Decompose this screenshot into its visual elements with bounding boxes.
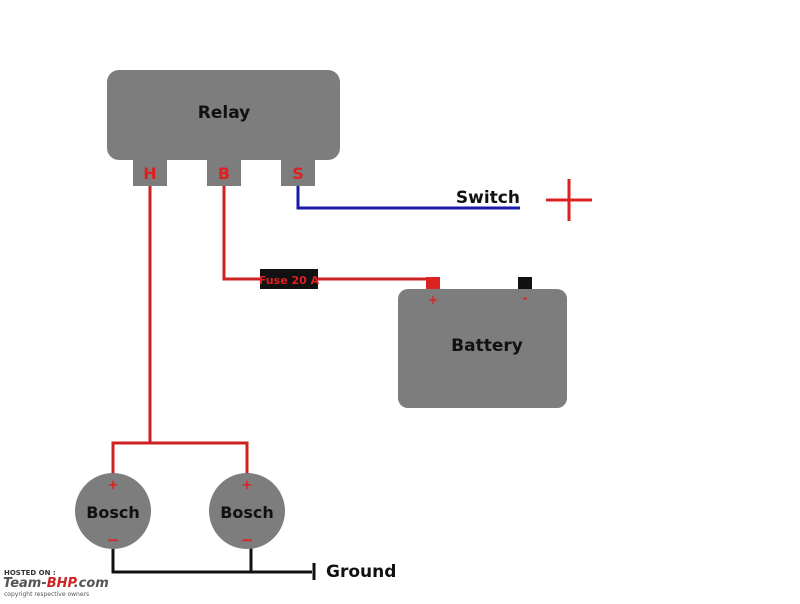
wire-ground bbox=[111, 545, 312, 574]
lamp-2: + Bosch − bbox=[209, 473, 285, 549]
watermark-logo-pre: Team- bbox=[3, 576, 47, 591]
battery-plus-label: + bbox=[428, 293, 438, 307]
switch: Switch bbox=[456, 179, 592, 221]
battery: + - Battery bbox=[398, 277, 567, 408]
relay-pin-h bbox=[133, 158, 167, 186]
battery-body bbox=[398, 289, 567, 408]
lamp-2-body bbox=[209, 473, 285, 549]
relay-body bbox=[107, 70, 340, 160]
relay-pin-b-label: B bbox=[218, 164, 230, 183]
lamp-1-label: Bosch bbox=[86, 503, 140, 522]
watermark-logo-post: .com bbox=[74, 576, 109, 591]
lamp-2-label: Bosch bbox=[220, 503, 274, 522]
battery-minus-label: - bbox=[523, 291, 528, 305]
watermark-logo: Team-BHP.com bbox=[3, 576, 109, 591]
lamp-1-body bbox=[75, 473, 151, 549]
lamp-1-plus: + bbox=[108, 478, 119, 493]
lamp-1: + Bosch − bbox=[75, 473, 151, 549]
fuse-body bbox=[260, 269, 318, 289]
relay-label: Relay bbox=[198, 103, 250, 123]
ground-label: Ground bbox=[326, 562, 396, 582]
watermark-hosted: HOSTED ON : bbox=[4, 569, 56, 577]
wire-lamp-junction bbox=[111, 441, 249, 477]
watermark-copyright: copyright respective owners bbox=[4, 591, 89, 598]
wires bbox=[111, 186, 520, 580]
relay-pin-s-label: S bbox=[292, 164, 304, 183]
battery-positive-post bbox=[426, 277, 440, 289]
fuse-label: Fuse 20 A bbox=[259, 274, 320, 287]
lamp-1-minus: − bbox=[107, 531, 120, 549]
relay-pin-b bbox=[207, 158, 241, 186]
watermark-logo-mid: BHP bbox=[47, 576, 78, 591]
lamp-2-minus: − bbox=[241, 531, 254, 549]
wire-relay-s-to-switch bbox=[296, 186, 520, 210]
battery-negative-post bbox=[518, 277, 532, 289]
lamp-2-plus: + bbox=[242, 478, 253, 493]
fuse: Fuse 20 A bbox=[259, 269, 320, 289]
watermark: HOSTED ON : Team-BHP.com copyright respe… bbox=[3, 569, 109, 598]
relay: Relay H B S bbox=[107, 70, 340, 186]
battery-label: Battery bbox=[451, 336, 523, 356]
relay-pin-s bbox=[281, 158, 315, 186]
relay-pin-h-label: H bbox=[143, 164, 156, 183]
switch-label: Switch bbox=[456, 188, 520, 208]
wire-relay-b-to-battery bbox=[222, 186, 435, 286]
